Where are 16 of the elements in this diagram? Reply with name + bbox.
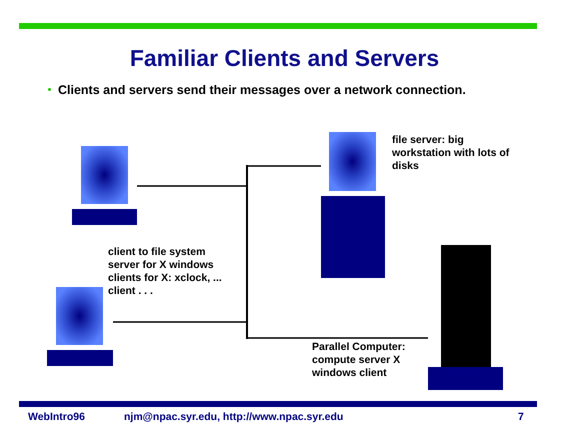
bullet-text: Clients and servers send their messages over a network connection. — [58, 82, 466, 99]
network-connection — [137, 185, 247, 187]
network-connection — [113, 321, 247, 323]
footer-contact: njm@npac.syr.edu, http://www.npac.syr.edu — [124, 410, 344, 425]
parallel-computer-drawing — [428, 245, 503, 390]
network-line — [246, 165, 248, 339]
computer-description: client to file system server for X windows clients for X: xclock, ... client . . . — [108, 246, 223, 298]
network-connection — [247, 337, 428, 339]
computer-drawing — [72, 146, 137, 225]
footer-text: WebIntro96 — [28, 410, 85, 425]
workstation-drawing — [321, 132, 385, 278]
page-number: 7 — [518, 410, 524, 425]
computer-description: file server: big workstation with lots of disks — [392, 134, 510, 173]
network-connection — [247, 165, 321, 167]
slide-title: Familiar Clients and Servers — [128, 44, 440, 73]
computer-description: Parallel Computer: compute server X windows client — [312, 341, 406, 380]
